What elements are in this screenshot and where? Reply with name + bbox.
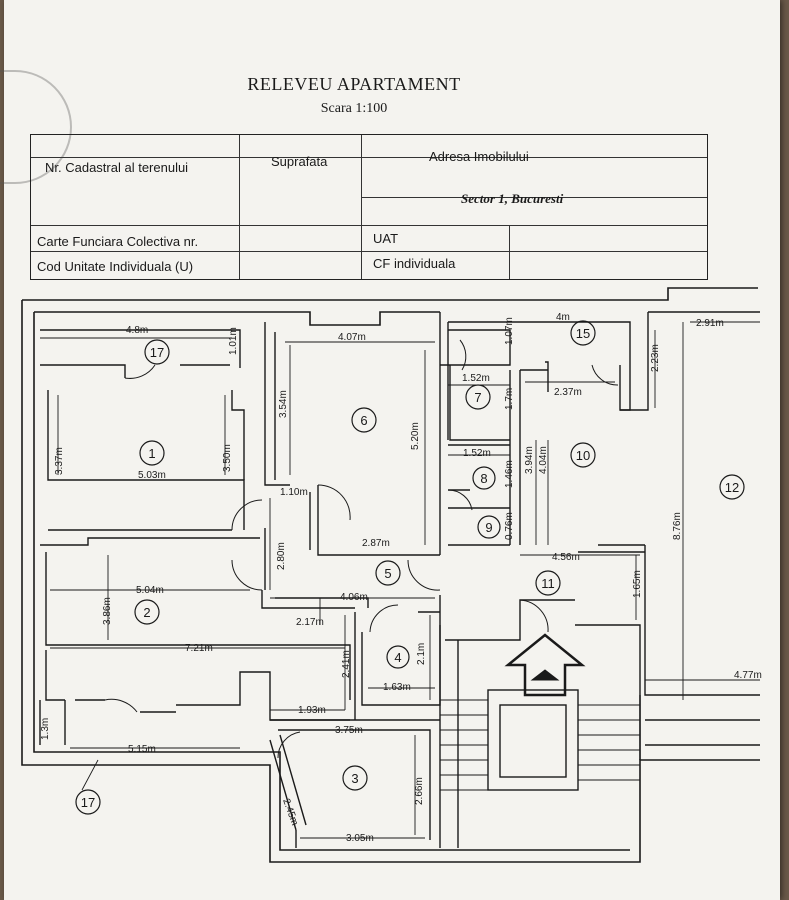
room-label-3: 3 [351, 771, 358, 786]
dim-4-77: 4.77m [734, 670, 762, 681]
dim-5-20: 5.20m [410, 422, 421, 450]
dim-4-56: 4.56m [552, 552, 580, 563]
dim-1-46: 1.46m [504, 460, 515, 488]
dim-4-06: 4.06m [340, 592, 368, 603]
dim-1-3: 1.3m [40, 718, 51, 740]
dim-3-54: 3.54m [278, 390, 289, 418]
dim-5-03: 5.03m [138, 470, 166, 481]
room-label-12: 12 [725, 480, 739, 495]
dim-3-94: 3.94m [524, 446, 535, 474]
room-label-2: 2 [143, 605, 150, 620]
dim-1-01: 1.01m [228, 327, 239, 355]
dim-4-8: 4.8m [126, 325, 148, 336]
door-swings [104, 339, 619, 759]
dimension-labels: 4.8m 1.01m 4.07m 1.07m 4m 2.91m 2.23m 1.… [40, 312, 762, 844]
stair-treads [440, 699, 640, 791]
dim-2-45: 2.45m [280, 797, 300, 827]
room-label-9: 9 [485, 520, 492, 535]
room-label-7: 7 [474, 390, 481, 405]
room-markers [75, 320, 745, 815]
dim-2-1: 2.1m [416, 643, 427, 665]
room-label-10: 10 [576, 448, 590, 463]
dim-5-04: 5.04m [136, 585, 164, 596]
dim-2-23: 2.23m [650, 344, 661, 372]
room-label-11: 11 [541, 576, 555, 591]
page-title: RELEVEU APARTAMENT [247, 74, 461, 94]
dim-1-63: 1.63m [383, 682, 411, 693]
room-label-4: 4 [394, 650, 401, 665]
dim-4-07: 4.07m [338, 332, 366, 343]
dimension-lines [40, 321, 760, 839]
dim-1-52-a: 1.52m [462, 373, 490, 384]
cf-individuala-label: CF individuala [373, 256, 456, 271]
dim-3-75: 3.75m [335, 725, 363, 736]
room-label-15: 15 [576, 326, 590, 341]
dim-2-87: 2.87m [362, 538, 390, 549]
dim-2-37: 2.37m [554, 387, 582, 398]
dim-1-52-b: 1.52m [463, 448, 491, 459]
dim-1-07: 1.07m [504, 317, 515, 345]
dim-0-76: 0.76m [504, 512, 515, 540]
dim-3-50: 3.50m [222, 444, 233, 472]
dim-2-66: 2.66m [414, 777, 425, 805]
room-label-1: 1 [148, 446, 155, 461]
suprafata-header: Suprafata [271, 154, 328, 169]
dim-2-17: 2.17m [296, 617, 324, 628]
uat-label: UAT [373, 231, 399, 246]
room-labels: 17 1 6 7 15 8 9 10 12 5 11 2 4 3 17 [81, 326, 739, 810]
dim-1-7: 1.7m [504, 388, 515, 410]
dim-2-41: 2.41m [341, 650, 352, 678]
dim-1-65: 1.65m [632, 570, 643, 598]
dim-4m: 4m [556, 312, 570, 323]
room-label-17: 17 [81, 795, 95, 810]
cadastral-header: Nr. Cadastral al terenului [45, 160, 189, 175]
cadastral-table: Nr. Cadastral al terenului Suprafata Adr… [30, 134, 708, 280]
dim-2-91: 2.91m [696, 318, 724, 329]
dim-2-80: 2.80m [276, 542, 287, 570]
dim-7-21: 7.21m [185, 643, 213, 654]
room-label-6: 6 [360, 413, 367, 428]
scale-label: Scara 1:100 [320, 101, 388, 116]
entrance-arrow [504, 633, 586, 697]
room-label-16: 17 [150, 345, 164, 360]
carte-funciara-label: Carte Funciara Colectiva nr. [37, 234, 199, 249]
dim-5-15: 5.15m [128, 744, 156, 755]
adresa-header: Adresa Imobilului [429, 149, 529, 164]
dim-8-76: 8.76m [672, 512, 683, 540]
room-label-5: 5 [384, 566, 391, 581]
dim-3-37: 3.37m [54, 447, 65, 475]
dim-4-04: 4.04m [538, 446, 549, 474]
room-label-8: 8 [480, 471, 487, 486]
dim-3-05: 3.05m [346, 833, 374, 844]
cod-unitate-label: Cod Unitate Individuala (U) [37, 259, 194, 274]
dim-3-86: 3.86m [102, 597, 113, 625]
dim-1-10: 1.10m [280, 487, 308, 498]
dim-1-93: 1.93m [298, 705, 326, 716]
address-value: Sector 1, Bucuresti [461, 191, 564, 206]
interior-walls [39, 312, 760, 848]
